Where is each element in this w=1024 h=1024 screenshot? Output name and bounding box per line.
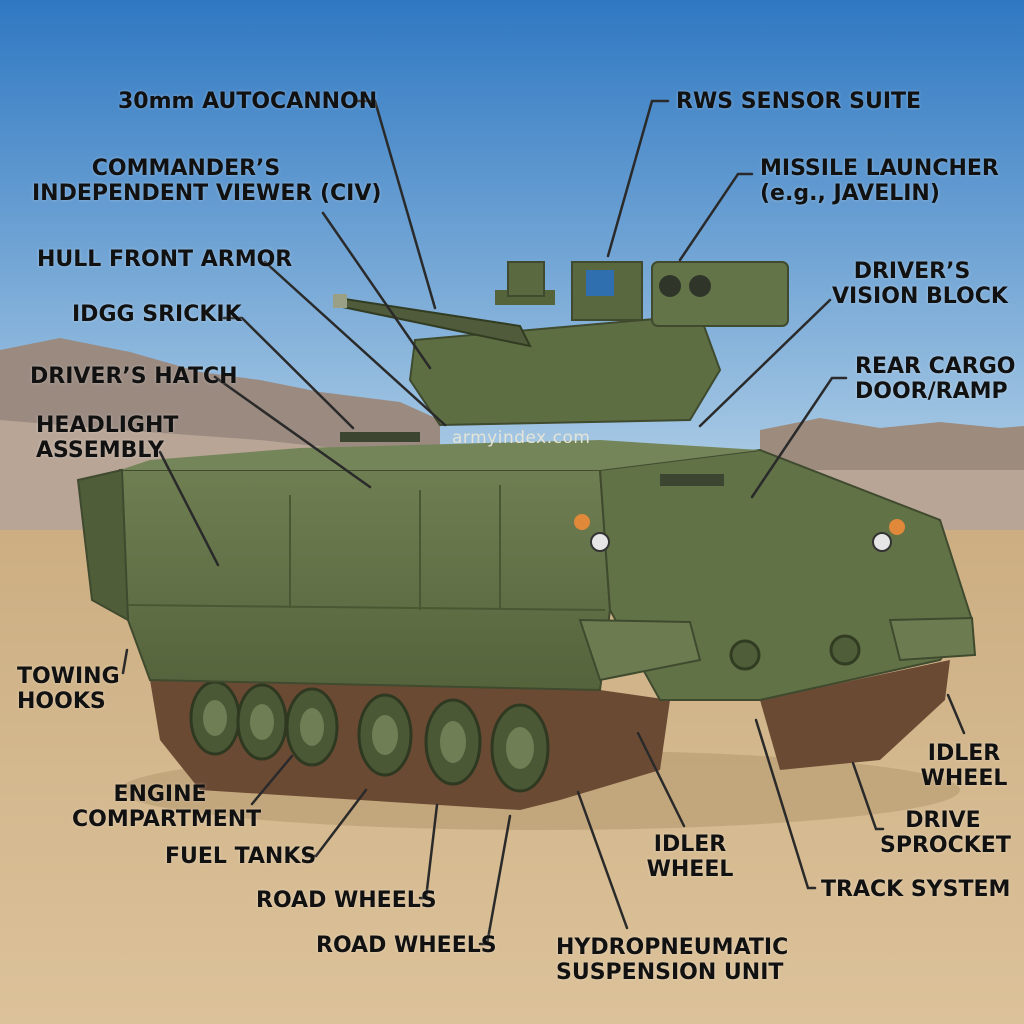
leader-vision-block (698, 298, 832, 428)
watermark: armyindex.com (452, 428, 591, 448)
leader-road-wheels-1 (418, 803, 439, 900)
label-rws: RWS SENSOR SUITE (676, 89, 922, 114)
leader-missile (678, 172, 754, 262)
leader-towing-hooks (121, 648, 129, 675)
leader-engine (250, 754, 294, 806)
leader-idgg (222, 316, 355, 430)
track-right (760, 660, 950, 770)
label-road-wheels-2: ROAD WHEELS (316, 933, 497, 958)
headlight-left (574, 514, 590, 530)
leader-lines (121, 99, 966, 946)
leader-autocannon (353, 99, 437, 310)
missile-launcher (651, 261, 789, 327)
label-engine: ENGINE COMPARTMENT (72, 782, 262, 832)
label-drive-sprocket: DRIVE SPROCKET (880, 808, 1011, 858)
leader-fuel-tanks (304, 788, 368, 858)
leader-idler-right (946, 693, 966, 735)
label-fuel-tanks: FUEL TANKS (165, 844, 317, 869)
civ-sight (507, 261, 545, 297)
headlight-right (889, 519, 905, 535)
hull-side (118, 469, 612, 692)
label-idler-center: IDLER WHEEL (646, 832, 734, 882)
leader-rws (606, 99, 670, 258)
label-drivers-hatch: DRIVER’S HATCH (30, 364, 238, 389)
label-idler-right: IDLER WHEEL (920, 741, 1008, 791)
label-rear-cargo: REAR CARGO DOOR/RAMP (855, 354, 1016, 404)
label-vision-block: DRIVER’S VISION BLOCK (832, 259, 1008, 309)
leader-idler-center (636, 731, 686, 828)
label-autocannon: 30mm AUTOCANNON (118, 89, 378, 114)
leader-civ (321, 211, 432, 370)
label-road-wheels-1: ROAD WHEELS (256, 888, 437, 913)
label-hull-front-armor: HULL FRONT ARMOR (37, 247, 293, 272)
label-missile: MISSILE LAUNCHER (e.g., JAVELIN) (760, 156, 999, 206)
hull-deck (120, 440, 760, 470)
leader-road-wheels-2 (478, 814, 512, 946)
label-hydro: HYDROPNEUMATIC SUSPENSION UNIT (556, 935, 789, 985)
leader-drivers-hatch (213, 375, 372, 489)
label-idgg: IDGG SRICKIK (72, 302, 242, 327)
leader-headlight (158, 450, 220, 567)
rear-panel (76, 468, 130, 622)
label-towing-hooks: TOWING HOOKS (17, 664, 120, 714)
leader-rear-cargo (750, 376, 848, 499)
label-headlight: HEADLIGHT ASSEMBLY (36, 413, 179, 463)
leader-hydro (576, 790, 629, 930)
label-track-system: TRACK SYSTEM (821, 877, 1011, 902)
leader-hull-front (263, 260, 447, 427)
leader-track-system (754, 718, 817, 890)
label-civ: COMMANDER’S INDEPENDENT VIEWER (CIV) (32, 156, 381, 206)
leader-drive-sprocket (851, 761, 885, 831)
